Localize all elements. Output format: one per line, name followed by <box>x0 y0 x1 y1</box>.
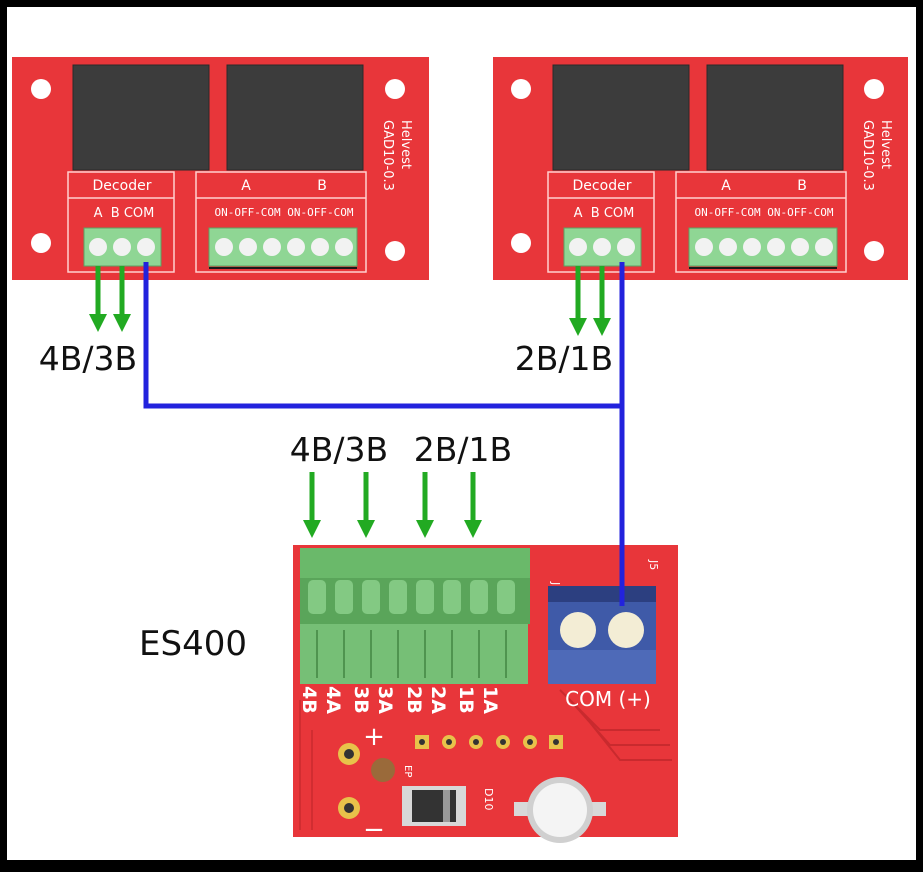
output-b-label: B <box>317 178 327 194</box>
d10-label: D10 <box>482 788 495 810</box>
green-arrow <box>89 266 107 332</box>
com-screw <box>608 612 644 648</box>
green-arrow <box>464 472 482 538</box>
decoder-pin-labels: A B COM <box>574 206 635 221</box>
relay <box>226 64 364 171</box>
es400-terminal-header <box>300 624 528 684</box>
outputs-outline <box>675 171 847 273</box>
green-arrow <box>593 266 611 336</box>
header-pins <box>415 735 563 749</box>
decoder-label: Decoder <box>573 178 632 194</box>
es400-pin-label: 4A <box>322 686 344 714</box>
green-arrow <box>303 472 321 538</box>
green-arrow <box>416 472 434 538</box>
plus-label: + <box>363 722 385 752</box>
pcb-traces <box>559 689 672 761</box>
output-pin-labels: ON-OFF-COM ON-OFF-COM <box>214 206 353 219</box>
es400-pin-label: 3A <box>374 686 396 714</box>
decoder-pin-labels: A B COM <box>94 206 155 221</box>
mounting-hole <box>31 233 51 253</box>
minus-label: − <box>363 815 385 845</box>
es400-pin-label: 1B <box>455 686 477 714</box>
j5-label: J5 <box>647 559 660 570</box>
es400-pin-label: 2B <box>403 686 425 714</box>
maker-label: Helvest <box>878 120 893 169</box>
mounting-hole <box>31 79 51 99</box>
mounting-hole <box>511 233 531 253</box>
ep-label: EP <box>402 765 413 777</box>
output-a-label: A <box>721 178 731 194</box>
es400-pin-label: 4B <box>298 686 320 714</box>
output-pin-labels: ON-OFF-COM ON-OFF-COM <box>694 206 833 219</box>
output-b-label: B <box>797 178 807 194</box>
es400-input-label-1: 4B/3B <box>290 430 388 469</box>
es400-input-label-2: 2B/1B <box>414 430 512 469</box>
es400-pin-label: 3B <box>350 686 372 714</box>
output-terminal-block <box>208 227 358 267</box>
relay <box>552 64 690 171</box>
relay <box>706 64 844 171</box>
output-terminal-block <box>688 227 838 267</box>
es400-name: ES400 <box>139 624 247 664</box>
terminal-slots <box>308 580 515 614</box>
es400-pin-label: 1A <box>479 686 501 714</box>
mounting-hole <box>385 79 405 99</box>
green-arrow <box>113 266 131 332</box>
com-screw <box>560 612 596 648</box>
green-arrow <box>357 472 375 538</box>
relay <box>72 64 210 171</box>
outputs-outline <box>195 171 367 273</box>
signal-arrows <box>89 266 611 538</box>
right-wire-label: 2B/1B <box>515 339 613 378</box>
left-decoder-board: Decoder A B COM A B ON-OFF-COM ON-OFF-CO… <box>12 57 429 280</box>
mounting-hole <box>864 79 884 99</box>
mounting-hole <box>511 79 531 99</box>
right-decoder-board: Decoder A B COM A B ON-OFF-COM ON-OFF-CO… <box>493 57 908 280</box>
output-a-label: A <box>241 178 251 194</box>
mounting-hole <box>385 241 405 261</box>
green-arrow <box>569 266 587 336</box>
model-label: GAD10-0.3 <box>860 120 875 191</box>
maker-label: Helvest <box>398 120 413 169</box>
decoder-label: Decoder <box>93 178 152 194</box>
es400-pin-label: 2A <box>427 686 449 714</box>
model-label: GAD10-0.3 <box>380 120 395 191</box>
ep-component <box>371 758 395 782</box>
com-label: COM (+) <box>565 687 651 711</box>
mounting-hole <box>864 241 884 261</box>
left-wire-label: 4B/3B <box>39 339 137 378</box>
com-wire <box>143 262 625 606</box>
